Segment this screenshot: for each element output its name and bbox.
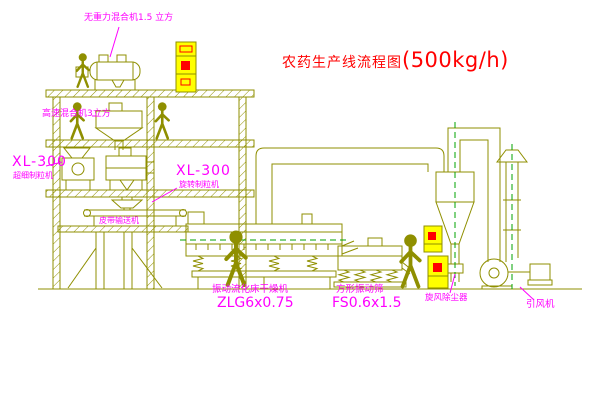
- diagram-title: 农药生产线流程图 (500kg/h): [282, 48, 509, 72]
- centerlines: [180, 122, 513, 289]
- belt-conveyor-machine: [83, 209, 187, 226]
- control-panel-lower: [427, 255, 449, 289]
- granulator-center-machine: [105, 147, 155, 191]
- control-panel-upper: [175, 41, 197, 93]
- fluid-bed-dryer-machine: [185, 211, 343, 289]
- gravity-free-mixer-machine: [75, 54, 141, 90]
- granulator-left-machine: [61, 147, 95, 190]
- induced-draft-fan-machine: [479, 149, 553, 290]
- granulator-center-name-label: 旋转制粒机: [179, 180, 219, 189]
- cyclone-separator-machine: [435, 127, 501, 282]
- dryer-name-label: 振动流化床干燥机: [212, 284, 289, 295]
- exhaust-duct: [255, 147, 445, 224]
- building-structure: [45, 89, 255, 290]
- granulator-center-model-label: XL-300: [176, 163, 231, 179]
- high-speed-mixer-label: 高速混合机3立方: [42, 109, 111, 119]
- discharge-funnel: [110, 197, 144, 210]
- sieve-model-label: FS0.6x1.5: [332, 295, 402, 311]
- vibrating-sieve-machine: [333, 237, 413, 288]
- title-text: 农药生产线流程图: [282, 55, 402, 71]
- granulator-left-model-label: XL-300: [12, 154, 67, 170]
- title-capacity: (500kg/h): [402, 48, 509, 72]
- sieve-name-label: 方形振动筛: [336, 284, 384, 295]
- dryer-model-label: ZLG6x0.75: [217, 295, 294, 311]
- belt-conveyor-label: 皮带输送机: [99, 216, 139, 225]
- fan-label: 引风机: [526, 299, 555, 310]
- control-panel-mid: [423, 225, 443, 253]
- label-leader-lines: [45, 26, 535, 301]
- dust-collector-label: 旋风除尘器: [425, 293, 468, 303]
- high-speed-mixer-machine: [94, 102, 144, 150]
- top-mixer-label: 无重力混合机1.5 立方: [84, 13, 174, 23]
- granulator-left-name-label: 超细制粒机: [13, 171, 53, 180]
